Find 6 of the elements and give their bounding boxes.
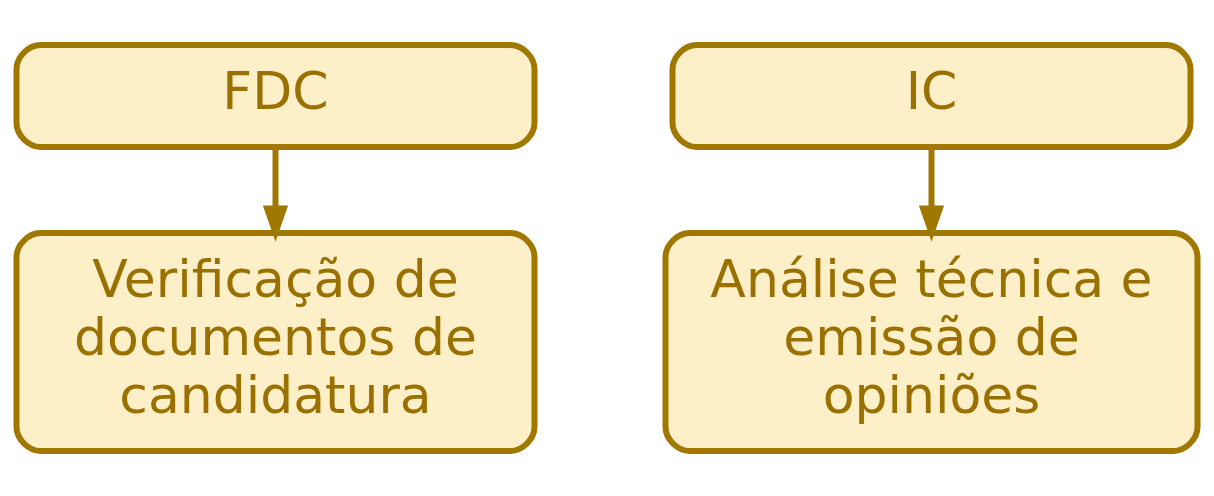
node-box: IC (669, 42, 1194, 150)
node-box: Análise técnica e emissão de opiniões (662, 230, 1201, 454)
node-box: Verificação de documentos de candidatura (13, 230, 538, 454)
arrow (262, 147, 289, 242)
arrow (918, 147, 945, 242)
node-box: FDC (13, 42, 538, 150)
